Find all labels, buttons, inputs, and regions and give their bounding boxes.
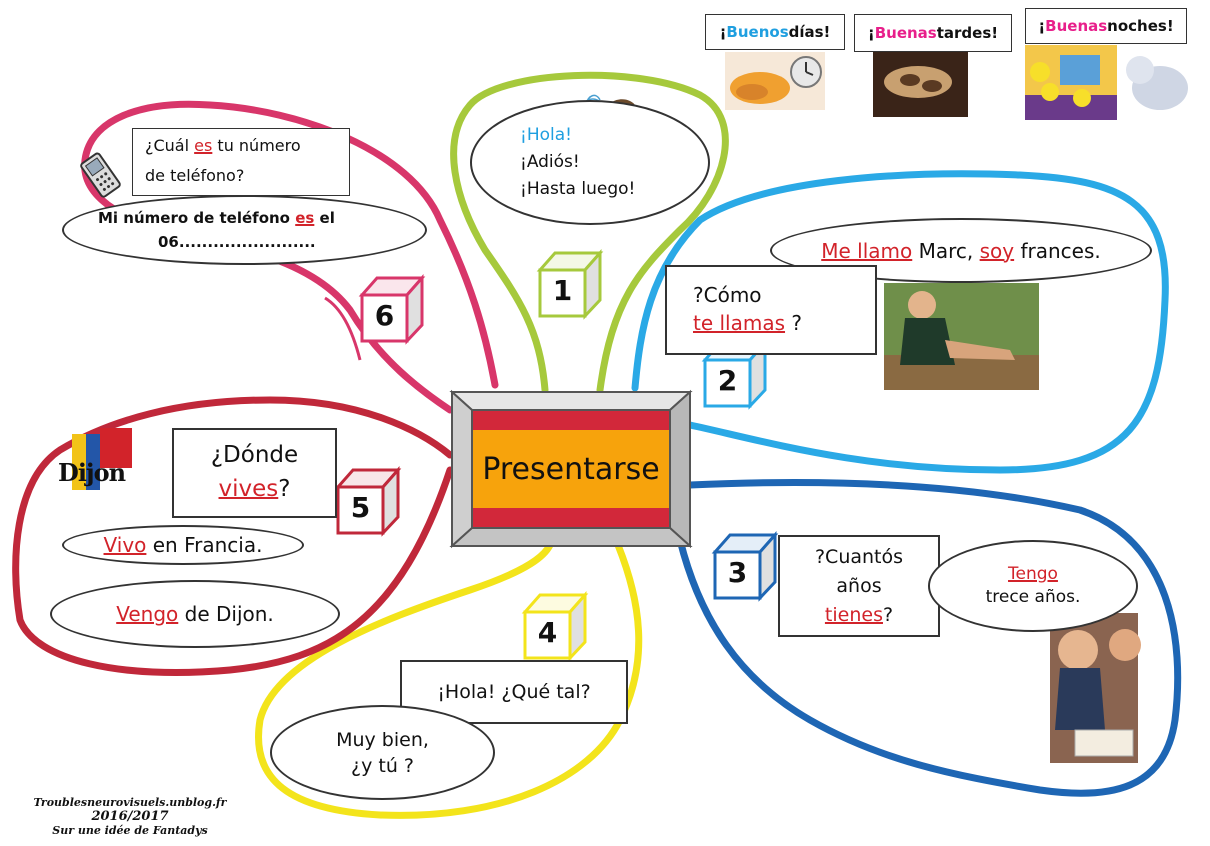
cube-6-number: 6 [374,299,395,332]
phone-question-box: ¿Cuál es tu número de teléfono? [132,128,350,196]
branch-loop-5 [12,396,454,677]
cube-4-number: 4 [537,616,558,649]
adios-text: ¡Adiós! [520,152,580,172]
greeting-afternoon: ¡Buenas tardes! [854,14,1012,52]
cube-1-number: 1 [552,274,573,307]
hola-text: ¡Hola! [520,125,572,145]
cube-6 [358,274,426,345]
cube-1 [536,249,604,320]
cube-2-number: 2 [717,364,738,397]
greeting-night: ¡Buenas noches! [1025,8,1187,44]
photo-afternoon-snack [873,52,968,117]
come-from-answer-oval: Vengo de Dijon. [50,580,340,648]
hasta-luego-text: ¡Hasta luego! [520,179,636,199]
live-answer-oval: Vivo en Francia. [62,525,304,565]
greetings-oval: ¡Hola! ¡Adiós! ¡Hasta luego! [470,100,710,225]
branch-loop-3 [676,479,1182,797]
photo-birthday-kids [1050,613,1141,763]
center-box [449,389,693,549]
branch-loop-2 [631,170,1169,474]
name-question-box: ?Cómo te llamas ? [665,265,877,355]
cube-4 [521,591,589,662]
cube-5-number: 5 [350,491,371,524]
cube-5 [334,466,402,537]
age-question-box: ?Cuantós años tienes? [778,535,940,637]
center-title: Presentarse [482,451,660,487]
dijon-logo-mark [72,428,132,490]
cube-2 [701,339,769,410]
branch-loop-6 [81,100,499,414]
where-live-question-box: ¿Dónde vives? [172,428,337,518]
how-are-you-answer-oval: Muy bien, ¿y tú ? [270,705,495,800]
dijon-logo-text: Dijon [58,458,126,487]
mobile-phone-icon [80,152,121,198]
photo-simpsons-night [1025,45,1117,120]
greeting-morning: ¡Buenos días! [705,14,845,50]
photo-breakfast [725,52,825,110]
photo-boy-marc [884,283,1039,390]
phone-answer-oval: Mi número de teléfono es el 06..........… [62,195,427,265]
credit-block: Troublesneurovisuels.unblog.fr 2016/2017… [33,796,227,837]
cube-3 [711,531,779,602]
age-answer-oval: Tengo trece años. [928,540,1138,632]
how-are-you-question-box: ¡Hola! ¿Qué tal? [400,660,628,724]
cube-3-number: 3 [727,556,748,589]
branch-loop-1 [450,71,729,394]
photo-sleeping-bear [1118,45,1203,120]
